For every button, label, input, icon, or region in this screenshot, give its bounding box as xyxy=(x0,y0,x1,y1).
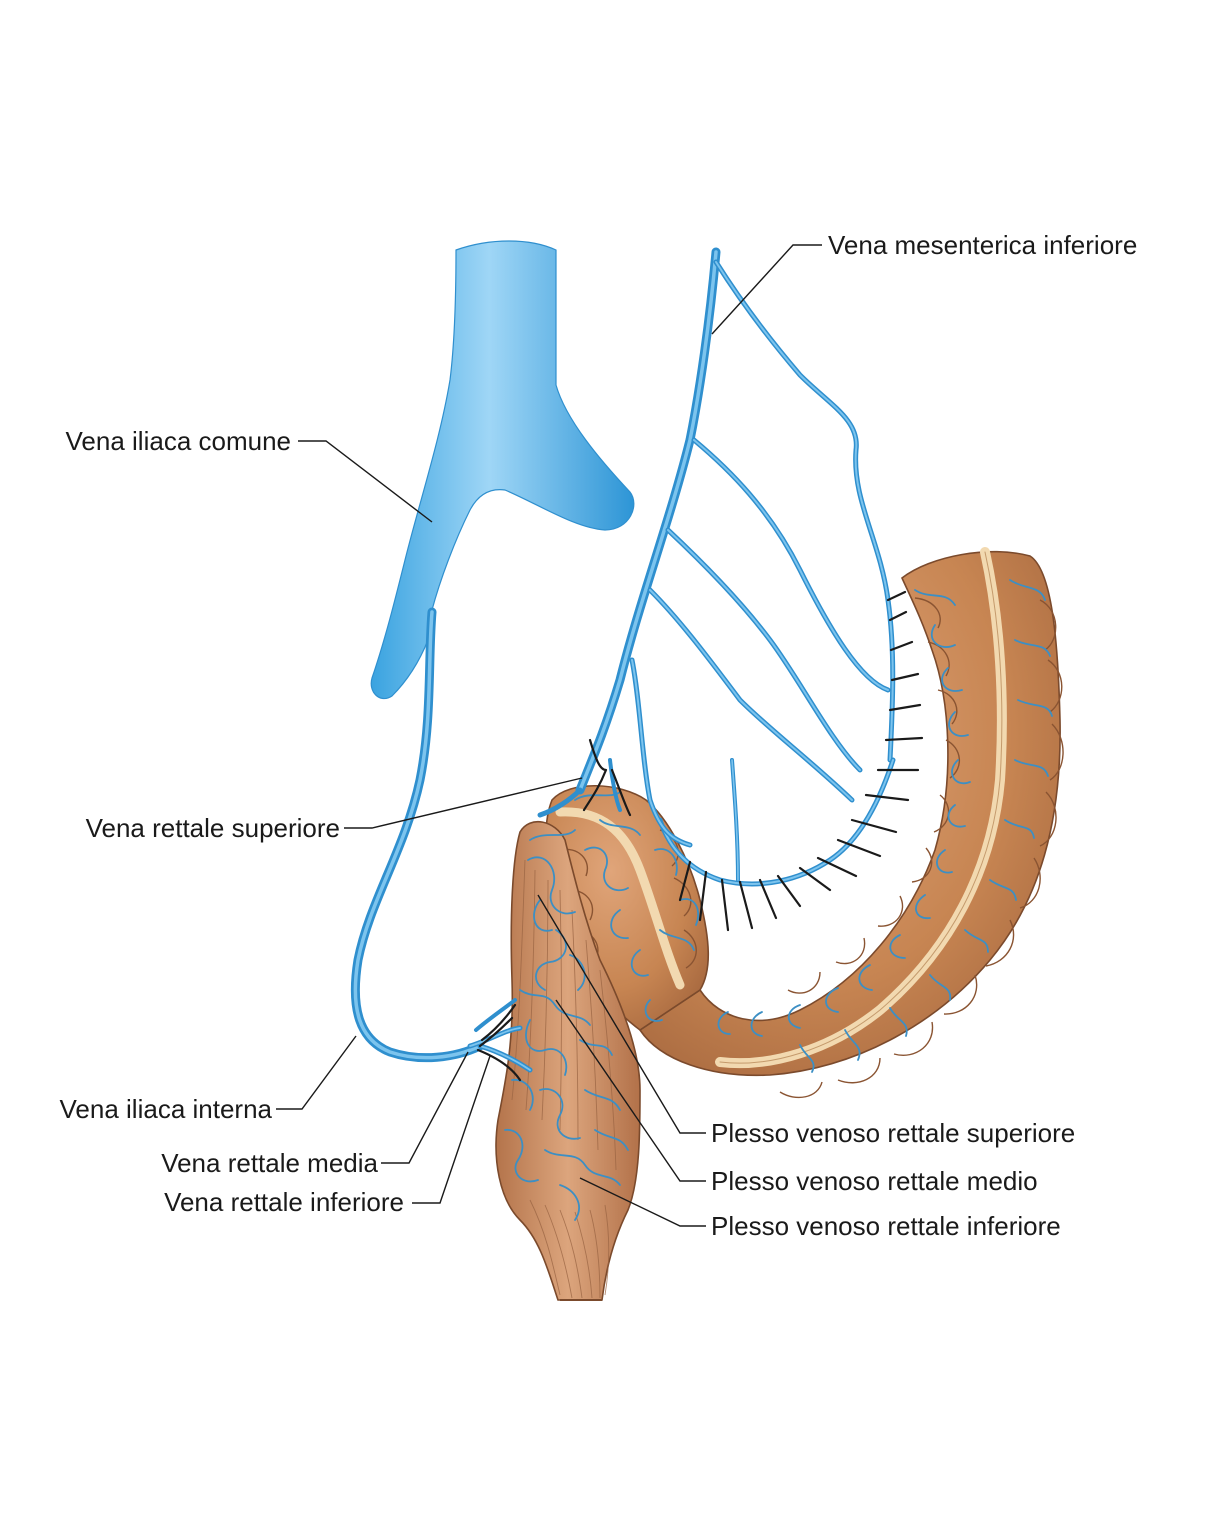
label-vena-mesenterica-inferiore: Vena mesenterica inferiore xyxy=(828,230,1137,260)
label-vena-rettale-superiore: Vena rettale superiore xyxy=(86,813,340,843)
label-vena-iliaca-comune: Vena iliaca comune xyxy=(66,426,291,456)
label-plesso-venoso-rettale-superiore: Plesso venoso rettale superiore xyxy=(711,1118,1075,1148)
descending-colon xyxy=(638,547,1064,1099)
internal-iliac-vein xyxy=(350,607,485,1063)
vasa-recta xyxy=(476,590,924,1082)
label-vena-iliaca-interna: Vena iliaca interna xyxy=(60,1094,273,1124)
rectal-venous-plexus xyxy=(504,579,1053,1221)
inferior-mesenteric-vein xyxy=(537,247,896,887)
label-vena-rettale-media: Vena rettale media xyxy=(161,1148,378,1178)
leader-lines xyxy=(276,244,822,1227)
common-iliac-vein xyxy=(370,240,635,700)
label-plesso-venoso-rettale-medio: Plesso venoso rettale medio xyxy=(711,1166,1038,1196)
label-vena-rettale-inferiore: Vena rettale inferiore xyxy=(164,1187,404,1217)
middle-inferior-rectal-veins xyxy=(467,998,533,1073)
rectum xyxy=(495,820,641,1301)
label-plesso-venoso-rettale-inferiore: Plesso venoso rettale inferiore xyxy=(711,1211,1061,1241)
